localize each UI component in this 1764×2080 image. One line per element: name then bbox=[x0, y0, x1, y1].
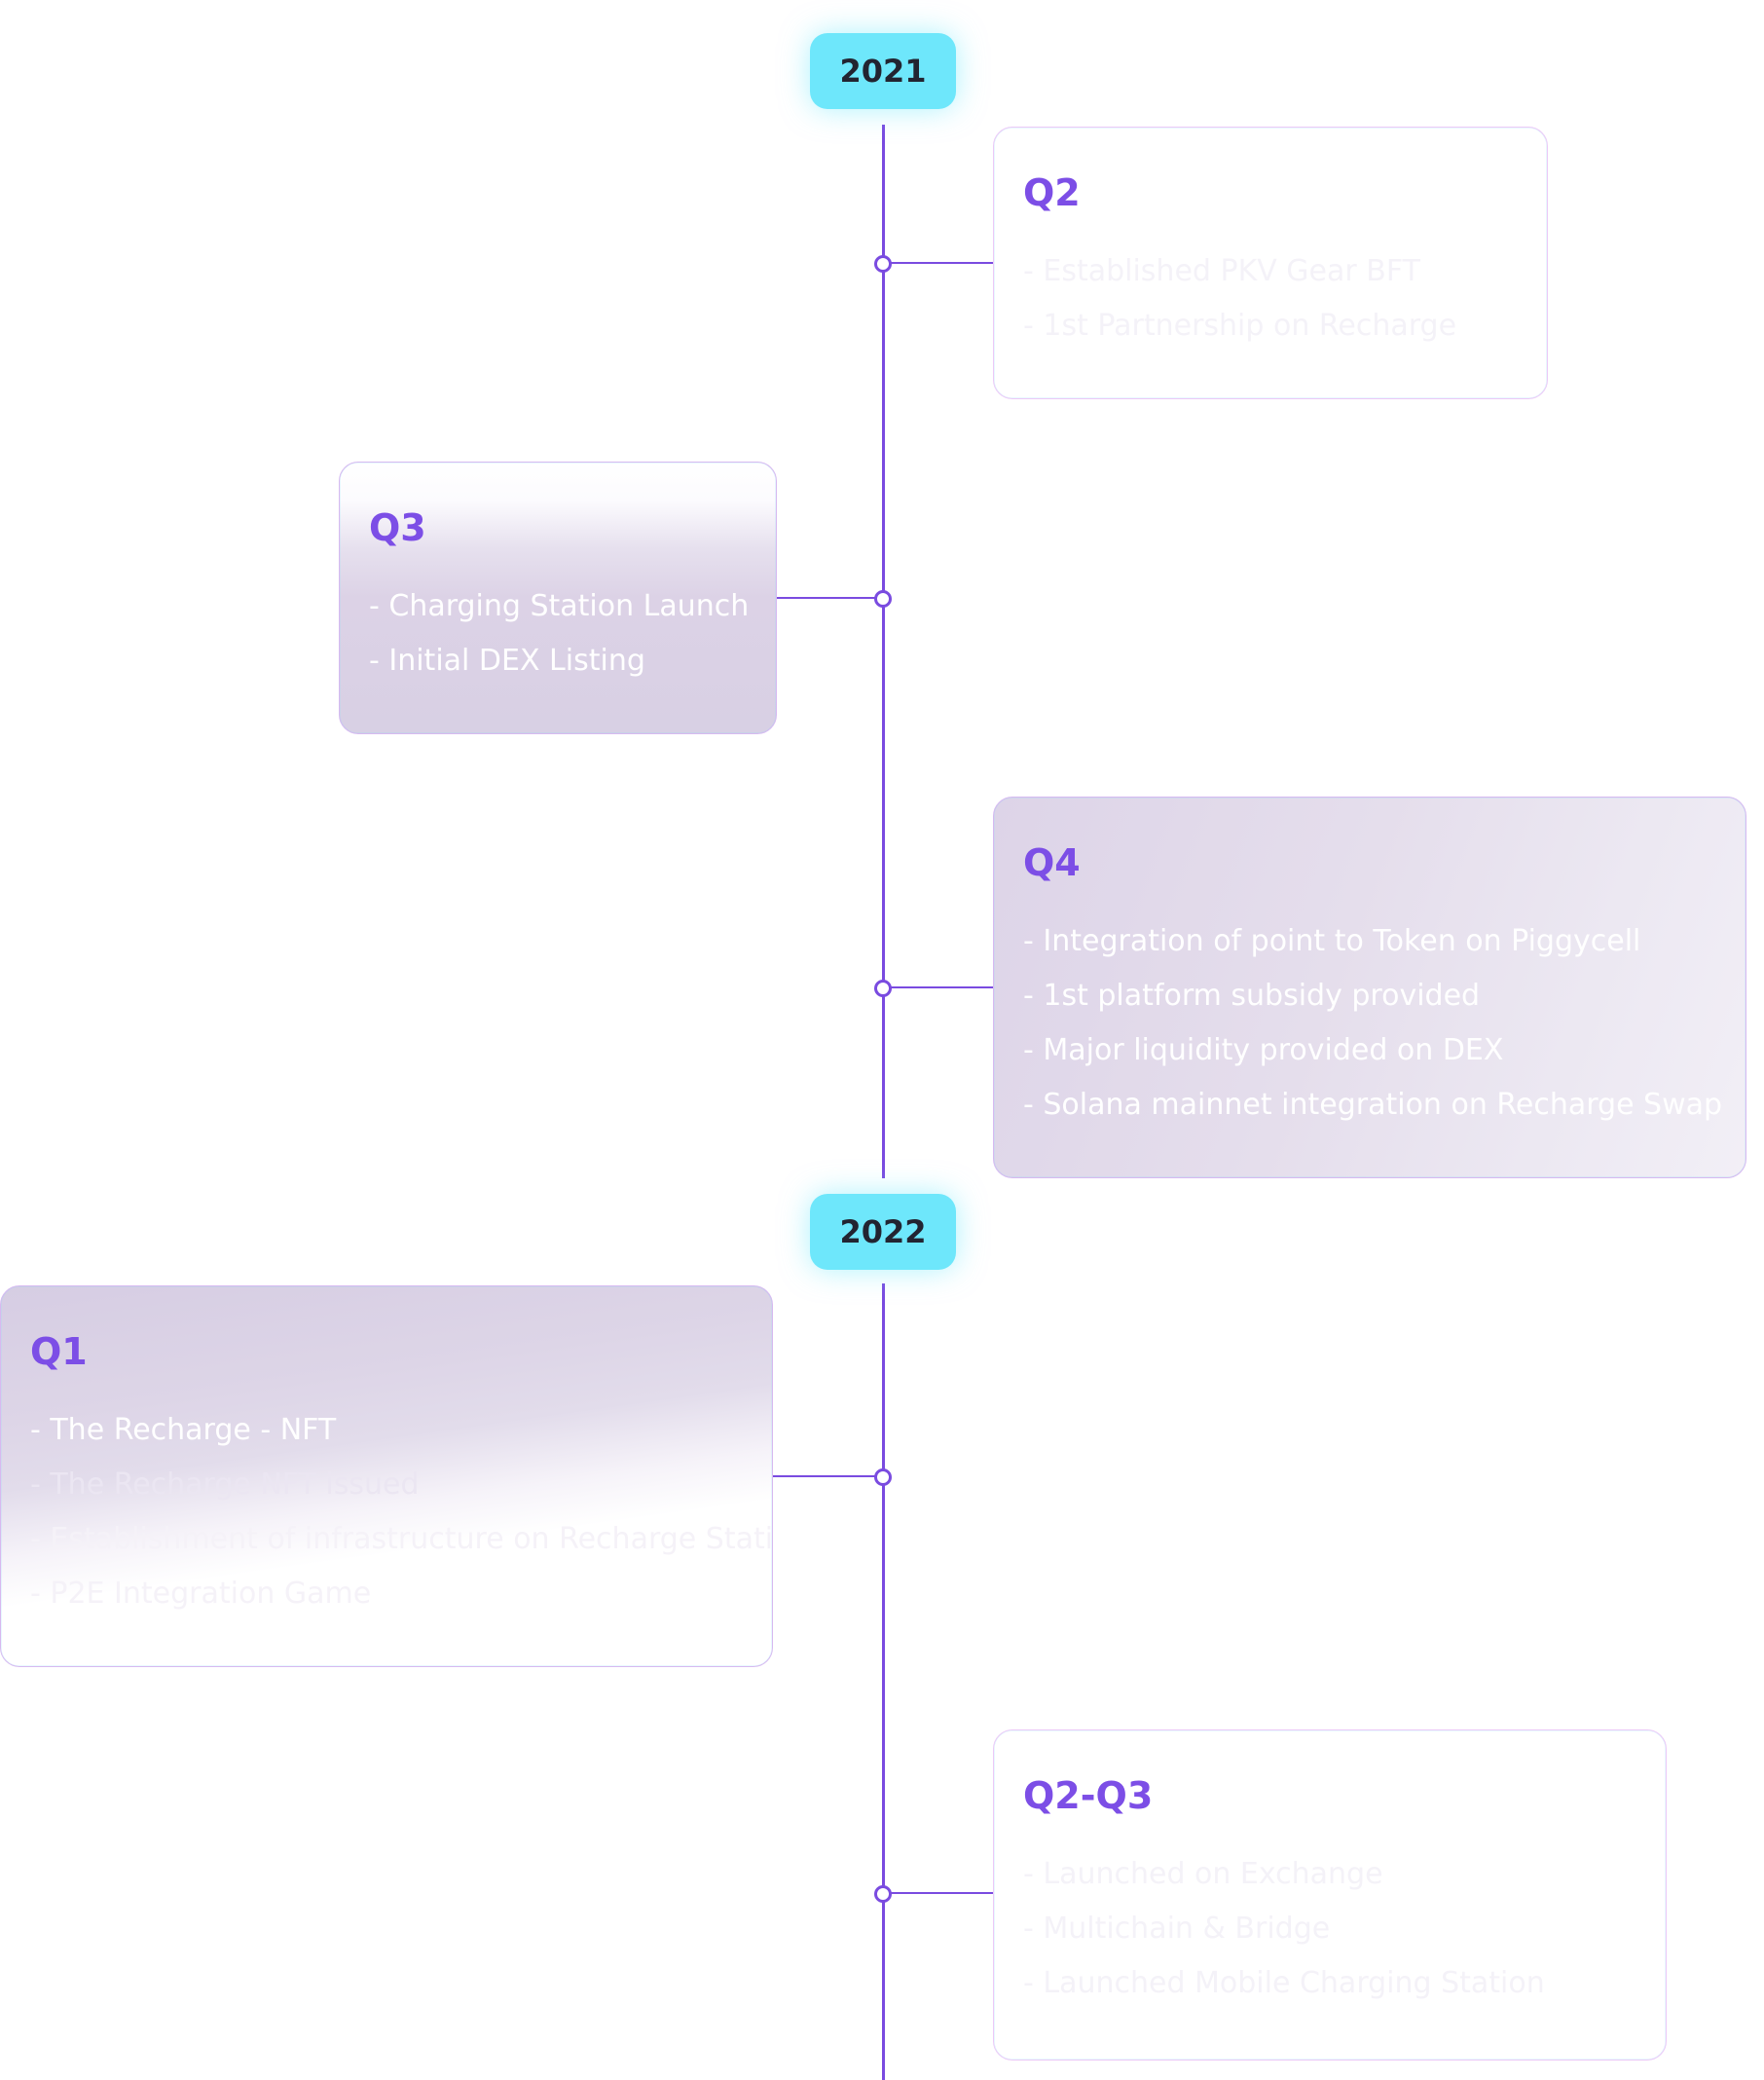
connector-q1-2022 bbox=[773, 1475, 884, 1477]
timeline-dot-q2q3-2022 bbox=[874, 1885, 892, 1903]
milestone-item: - Launched Mobile Charging Station bbox=[1023, 1966, 1545, 2000]
milestone-item: - Multichain & Bridge bbox=[1023, 1912, 1331, 1946]
milestone-item: - Integration of point to Token on Piggy… bbox=[1023, 924, 1641, 958]
milestone-item: - Launched on Exchange bbox=[1023, 1857, 1383, 1891]
milestone-list: - Established PKV Gear BFT - 1st Partner… bbox=[1023, 244, 1518, 353]
year-badge-2022: 2022 bbox=[810, 1194, 956, 1270]
connector-q2-2021 bbox=[883, 262, 993, 264]
milestone-list: - Charging Station Launch - Initial DEX … bbox=[369, 579, 750, 688]
milestone-item: - 1st Partnership on Recharge bbox=[1023, 309, 1457, 343]
milestone-card-q2q3-2022: Q2-Q3 - Launched on Exchange - Multichai… bbox=[993, 1729, 1667, 2061]
milestone-item: - 1st platform subsidy provided bbox=[1023, 979, 1481, 1013]
milestone-list: - The Recharge - NFT - The Recharge NFT … bbox=[30, 1403, 773, 1621]
timeline-dot-q1-2022 bbox=[874, 1468, 892, 1486]
milestone-item: - P2E Integration Game bbox=[30, 1577, 372, 1611]
connector-q4-2021 bbox=[883, 986, 993, 988]
milestone-title: Q2 bbox=[1023, 171, 1081, 214]
milestone-title: Q4 bbox=[1023, 841, 1081, 884]
milestone-item: - Solana mainnet integration on Recharge… bbox=[1023, 1088, 1723, 1122]
milestone-title: Q2-Q3 bbox=[1023, 1774, 1154, 1817]
milestone-list: - Launched on Exchange - Multichain & Br… bbox=[1023, 1847, 1636, 2011]
milestone-item: - The Recharge NFT issued bbox=[30, 1467, 420, 1502]
milestone-item: - Charging Station Launch bbox=[369, 589, 750, 623]
timeline-line-2022 bbox=[882, 1283, 885, 2080]
milestone-item: - The Recharge - NFT bbox=[30, 1413, 337, 1447]
connector-q2q3-2022 bbox=[883, 1892, 993, 1894]
milestone-item: - Establishment of infrastructure on Rec… bbox=[30, 1522, 773, 1556]
milestone-list: - Integration of point to Token on Piggy… bbox=[1023, 914, 1723, 1133]
connector-q3-2021 bbox=[777, 597, 884, 599]
timeline-line-2021 bbox=[882, 125, 885, 1178]
milestone-card-q2-2021: Q2 - Established PKV Gear BFT - 1st Part… bbox=[993, 127, 1548, 399]
timeline-dot-q4-2021 bbox=[874, 980, 892, 997]
milestone-item: - Initial DEX Listing bbox=[369, 644, 645, 678]
milestone-card-q1-2022: Q1 - The Recharge - NFT - The Recharge N… bbox=[0, 1285, 773, 1667]
milestone-card-q3-2021: Q3 - Charging Station Launch - Initial D… bbox=[339, 462, 777, 734]
milestone-title: Q3 bbox=[369, 506, 426, 549]
milestone-item: - Major liquidity provided on DEX bbox=[1023, 1033, 1504, 1067]
timeline-dot-q2-2021 bbox=[874, 255, 892, 273]
timeline-dot-q3-2021 bbox=[874, 590, 892, 608]
milestone-title: Q1 bbox=[30, 1330, 88, 1373]
milestone-card-q4-2021: Q4 - Integration of point to Token on Pi… bbox=[993, 797, 1746, 1178]
year-badge-2021: 2021 bbox=[810, 33, 956, 109]
milestone-item: - Established PKV Gear BFT bbox=[1023, 254, 1420, 288]
